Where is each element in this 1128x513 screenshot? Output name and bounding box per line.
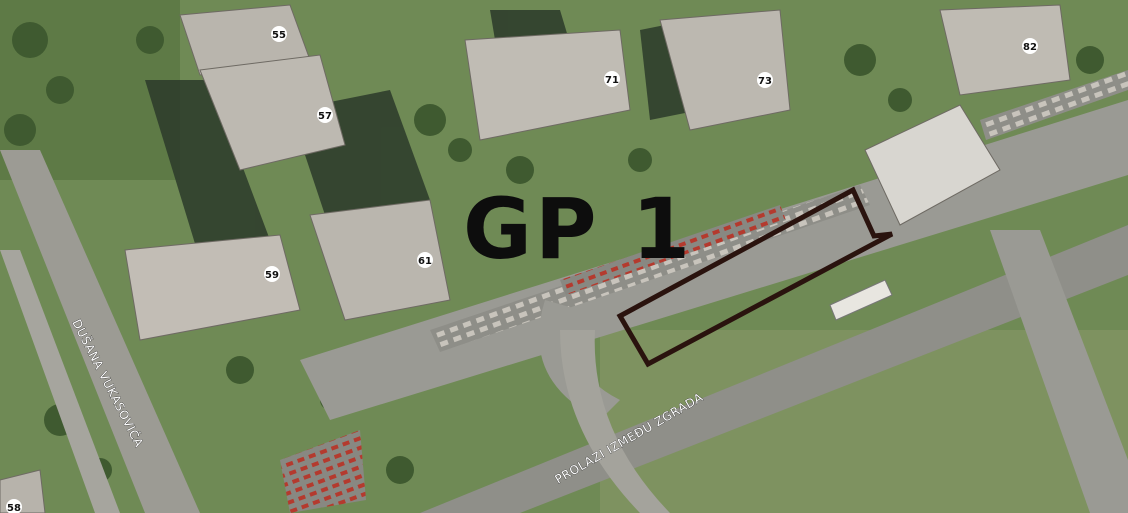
building-57 — [199, 54, 346, 171]
building-73 — [659, 9, 791, 131]
svg-text:59: 59 — [265, 270, 279, 281]
building-61 — [309, 199, 451, 321]
building-number-59: 59 — [264, 266, 280, 282]
road-west-parallel — [0, 250, 120, 513]
parking-row-red — [560, 205, 786, 295]
building-number-markers: 55 57 59 61 71 73 82 58 — [6, 26, 1038, 513]
svg-text:57: 57 — [318, 111, 332, 122]
bus — [829, 279, 893, 321]
road-dusana-vukasovica — [0, 150, 200, 513]
building-number-57: 57 — [317, 107, 333, 123]
parking-row-east — [980, 70, 1128, 140]
east-road — [990, 230, 1128, 513]
curved-road-south — [560, 330, 670, 513]
svg-text:61: 61 — [418, 256, 432, 267]
residential-buildings — [0, 4, 1071, 513]
building-number-58: 58 — [6, 499, 22, 513]
building-59 — [124, 234, 301, 341]
building-71 — [464, 29, 631, 141]
plot-outline-gp1 — [616, 186, 894, 368]
building-number-71: 71 — [604, 71, 620, 87]
parking-row-south-west — [280, 430, 366, 513]
svg-text:55: 55 — [272, 30, 286, 41]
svg-text:73: 73 — [758, 76, 772, 87]
svg-text:58: 58 — [7, 503, 21, 513]
building-82 — [939, 4, 1071, 96]
building-number-55: 55 — [271, 26, 287, 42]
building-number-82: 82 — [1022, 38, 1038, 54]
building-shopping-center — [864, 104, 1001, 226]
building-number-73: 73 — [757, 72, 773, 88]
building-number-61: 61 — [417, 252, 433, 268]
plot-label-gp1: GP 1 — [463, 180, 693, 278]
svg-text:71: 71 — [605, 75, 619, 86]
svg-text:82: 82 — [1023, 42, 1037, 53]
